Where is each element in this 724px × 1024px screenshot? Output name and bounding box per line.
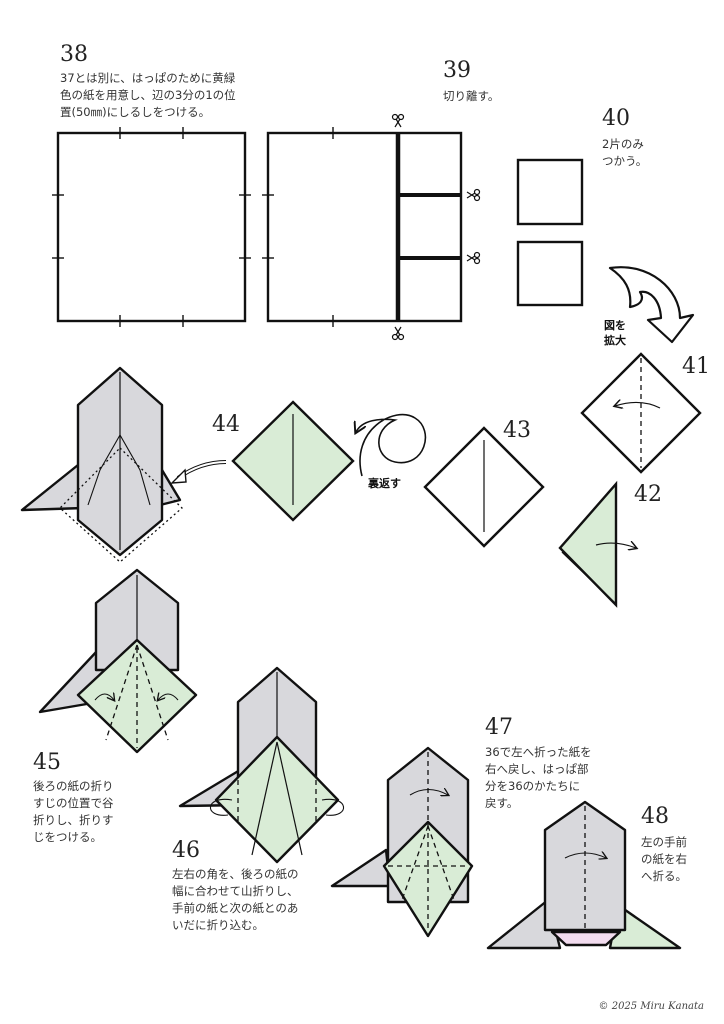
step43-diamond — [423, 426, 545, 548]
step-number-42: 42 — [634, 482, 662, 507]
step42-triangle — [558, 480, 636, 608]
step-number-38: 38 — [60, 42, 88, 67]
step46-figure — [178, 666, 345, 864]
step-number-39: 39 — [443, 58, 471, 83]
copyright: © 2025 Miru Kanata — [598, 1001, 704, 1012]
enlarge-arrow-icon — [608, 266, 695, 344]
step38-square — [52, 127, 251, 327]
step-caption-47: 36で左へ折った紙を 右へ戻し、はっぱ部 分を36のかたちに 戻す。 — [485, 745, 592, 810]
step-caption-39: 切り離す。 — [443, 89, 500, 103]
step-number-43: 43 — [503, 418, 531, 443]
step-caption-38: 37とは別に、はっぱのために黄緑 色の紙を用意し、辺の3分の1の位 置(50㎜)… — [60, 71, 236, 119]
step-number-45: 45 — [33, 750, 61, 775]
step41-diamond — [580, 352, 702, 474]
step39-square — [262, 127, 463, 327]
step-number-48: 48 — [641, 804, 669, 829]
step-caption-40: 2片のみ つかう。 — [602, 137, 648, 168]
step-number-40: 40 — [602, 106, 630, 131]
step48-figure — [486, 800, 682, 950]
enlarge-label: 図を 拡大 — [604, 319, 626, 347]
flip-arrow-icon — [356, 413, 427, 477]
step-caption-46: 左右の角を、後ろの紙の 幅に合わせて山折りし、 手前の紙と次の紙とのあ いだに折… — [172, 867, 299, 932]
step45-figure — [38, 568, 198, 754]
scissors-icon — [391, 113, 481, 341]
step44-diamond — [231, 400, 355, 522]
step-number-41: 41 — [682, 354, 710, 379]
step-number-44: 44 — [212, 412, 240, 437]
step-caption-48: 左の手前 の紙を右 へ折る。 — [641, 835, 687, 883]
step40-pieces — [516, 158, 584, 307]
step-caption-45: 後ろの紙の折り すじの位置で谷 折りし、折りす じをつける。 — [33, 779, 114, 844]
step-number-47: 47 — [485, 715, 513, 740]
step44-house — [20, 366, 182, 557]
flip-label: 裏返す — [368, 477, 401, 490]
step-number-46: 46 — [172, 838, 200, 863]
step47-figure — [330, 746, 474, 938]
